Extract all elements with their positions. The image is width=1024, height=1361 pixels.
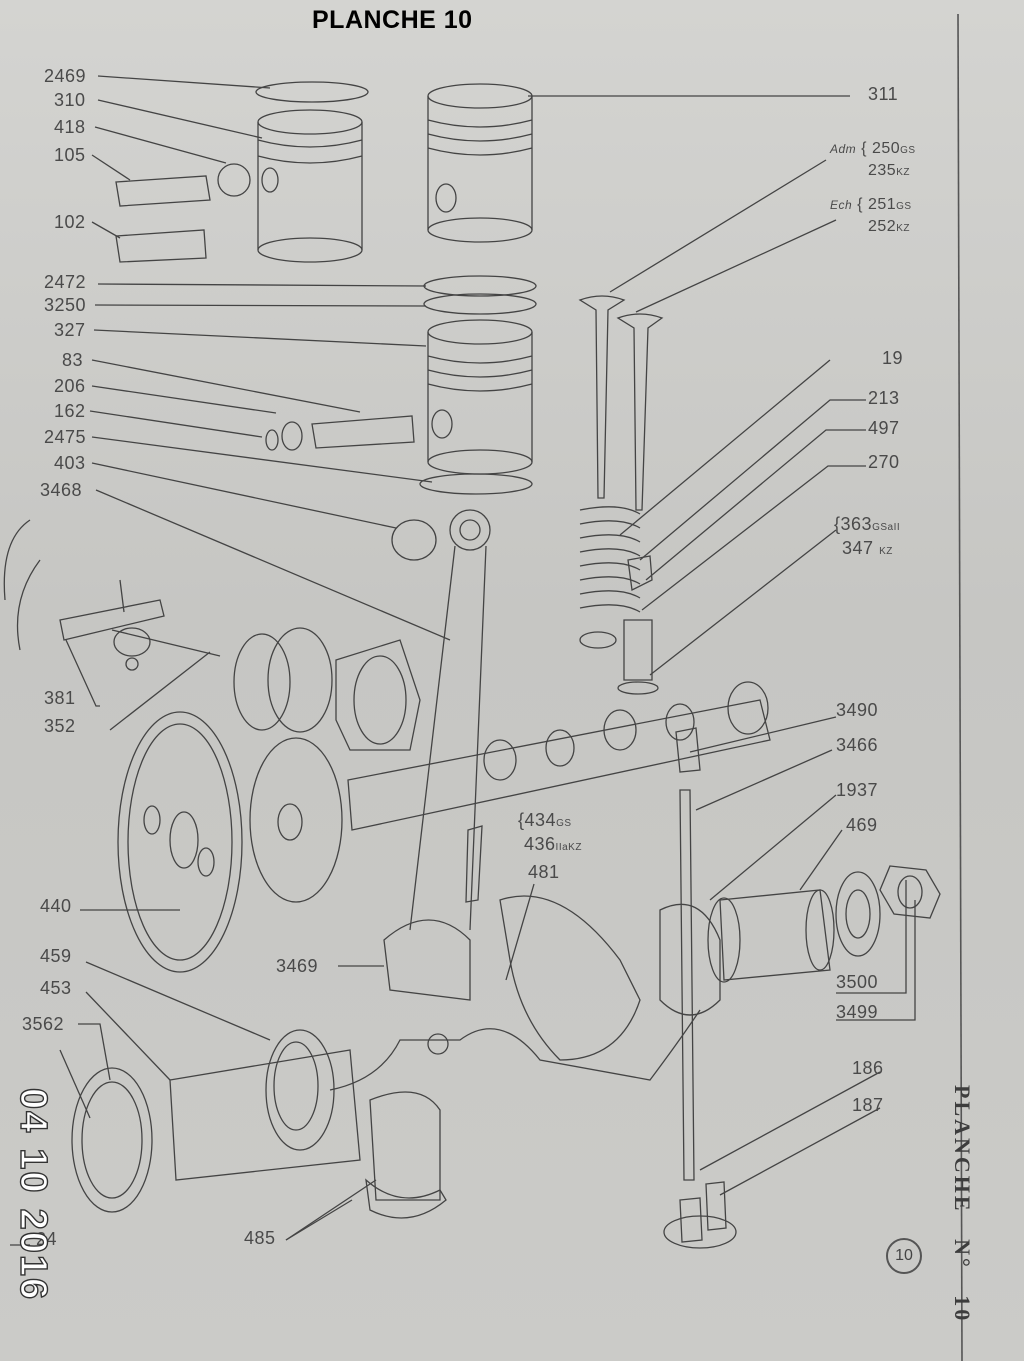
side-plate-title: PLANCHE N° 10 [949, 1085, 975, 1323]
label-381: 381 [44, 688, 76, 708]
label-83: 83 [62, 350, 84, 370]
adm-suffix-a: GS [900, 145, 916, 156]
label-453: 453 [40, 978, 72, 998]
label-105: 105 [54, 145, 86, 165]
date-stamp-day: 04 [11, 1087, 54, 1135]
label-270: 270 [868, 452, 900, 472]
label-3500: 3500 [836, 972, 879, 992]
ech-label: Ech [830, 198, 853, 212]
date-stamp-year: 2016 [11, 1208, 54, 1302]
suffix-347: KZ [879, 546, 893, 557]
label-206: 206 [54, 376, 86, 396]
label-3250: 3250 [44, 295, 87, 315]
label-3469: 3469 [276, 956, 319, 976]
label-347: 347 KZ [842, 538, 893, 559]
value-363: 363 [840, 514, 873, 534]
label-497: 497 [868, 418, 900, 438]
label-2472: 2472 [44, 272, 87, 292]
side-title-word: PLANCHE [950, 1085, 975, 1214]
ech-suffix-b: KZ [896, 223, 910, 234]
label-ech: Ech { 251GS [830, 196, 912, 214]
label-436: 436IIaKZ [524, 834, 582, 855]
label-adm: Adm { 250GS [830, 140, 916, 158]
label-186: 186 [852, 1058, 884, 1078]
value-347: 347 [842, 538, 874, 558]
brace-434: { [518, 810, 525, 830]
ech-brace: { [857, 196, 863, 213]
side-title-num: 10 [950, 1295, 975, 1324]
label-434: {434GS [518, 810, 572, 831]
label-24: 24 [36, 1229, 58, 1249]
label-2469: 2469 [44, 66, 87, 86]
adm-suffix-b: KZ [896, 167, 910, 178]
date-stamp-month: 10 [11, 1148, 54, 1196]
suffix-436: IIaKZ [555, 842, 582, 853]
label-310: 310 [54, 90, 86, 110]
label-102: 102 [54, 212, 86, 232]
side-title-no: N° [950, 1239, 975, 1270]
date-stamp: 04 10 2016 [11, 1087, 54, 1315]
suffix-434: GS [556, 818, 572, 829]
brace-363: { [834, 514, 841, 534]
label-459: 459 [40, 946, 72, 966]
label-235: 235KZ [868, 162, 910, 180]
value-436: 436 [524, 834, 556, 854]
label-327: 327 [54, 320, 86, 340]
suffix-363: GSaII [872, 522, 901, 533]
label-363: {363GSaII [834, 514, 900, 535]
label-481: 481 [528, 862, 560, 882]
ech-value-a: 251 [867, 196, 897, 213]
adm-value-a: 250 [871, 140, 901, 157]
adm-brace: { [861, 140, 867, 157]
adm-value-b: 235 [868, 162, 897, 179]
label-3466: 3466 [836, 735, 879, 755]
value-434: 434 [524, 810, 557, 830]
label-485: 485 [244, 1228, 276, 1248]
label-3499: 3499 [836, 1002, 879, 1022]
label-252: 252KZ [868, 218, 910, 236]
label-1937: 1937 [836, 780, 879, 800]
label-3490: 3490 [836, 700, 879, 720]
label-19: 19 [882, 348, 904, 368]
label-2475: 2475 [44, 427, 87, 447]
label-213: 213 [868, 388, 900, 408]
ech-suffix-a: GS [896, 201, 912, 212]
label-440: 440 [40, 896, 72, 916]
page-title: PLANCHE 10 [312, 6, 473, 34]
ech-value-b: 252 [868, 218, 897, 235]
plate-number-badge: 10 [886, 1238, 922, 1274]
label-3468: 3468 [40, 480, 83, 500]
label-3562: 3562 [22, 1014, 65, 1034]
adm-label: Adm [830, 142, 857, 156]
label-162: 162 [54, 401, 86, 421]
label-403: 403 [54, 453, 86, 473]
label-469: 469 [846, 815, 878, 835]
label-352: 352 [44, 716, 76, 736]
label-418: 418 [54, 117, 86, 137]
label-311: 311 [868, 84, 899, 104]
label-187: 187 [852, 1095, 884, 1115]
